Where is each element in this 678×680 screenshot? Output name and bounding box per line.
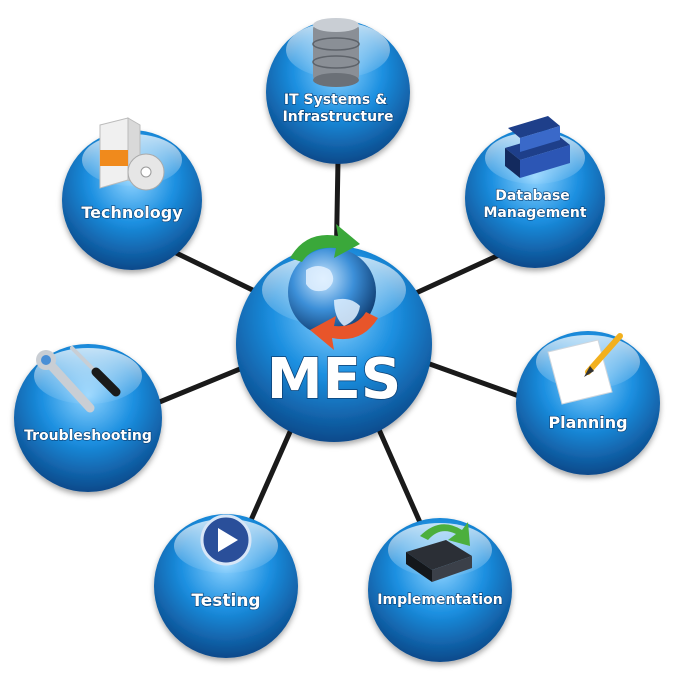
database-server-icon [312,18,360,87]
node-label-planning: Planning [548,413,627,432]
drive-arrow-icon [406,522,472,582]
node-label-technology: Technology [81,203,183,222]
node-label-it-systems: IT Systems & Infrastructure [283,92,394,125]
node-label-line: Testing [191,591,260,611]
node-label-line: IT Systems & [284,92,387,108]
node-label-line: Implementation [377,592,502,608]
node-label-testing: Testing [191,591,260,611]
wrench-screwdriver-icon [36,346,121,413]
paper-pencil-icon [547,333,623,405]
node-label-line: Management [483,205,586,221]
play-button-icon [200,514,252,566]
node-label-line: Technology [81,203,183,222]
globe-arrows-icon [288,224,378,350]
node-label-line: Infrastructure [283,109,394,125]
node-label-implementation: Implementation [377,592,502,608]
node-label-line: Database [495,188,570,204]
node-label-troubleshooting: Troubleshooting [24,428,152,444]
node-label-line: Planning [548,413,627,432]
node-label-line: Troubleshooting [24,428,152,444]
software-box-cd-icon [99,117,165,191]
node-label-database-management: Database Management [483,188,586,221]
books-icon [505,116,570,178]
node-implementation[interactable] [368,518,512,662]
hub-label: MES [267,347,401,412]
